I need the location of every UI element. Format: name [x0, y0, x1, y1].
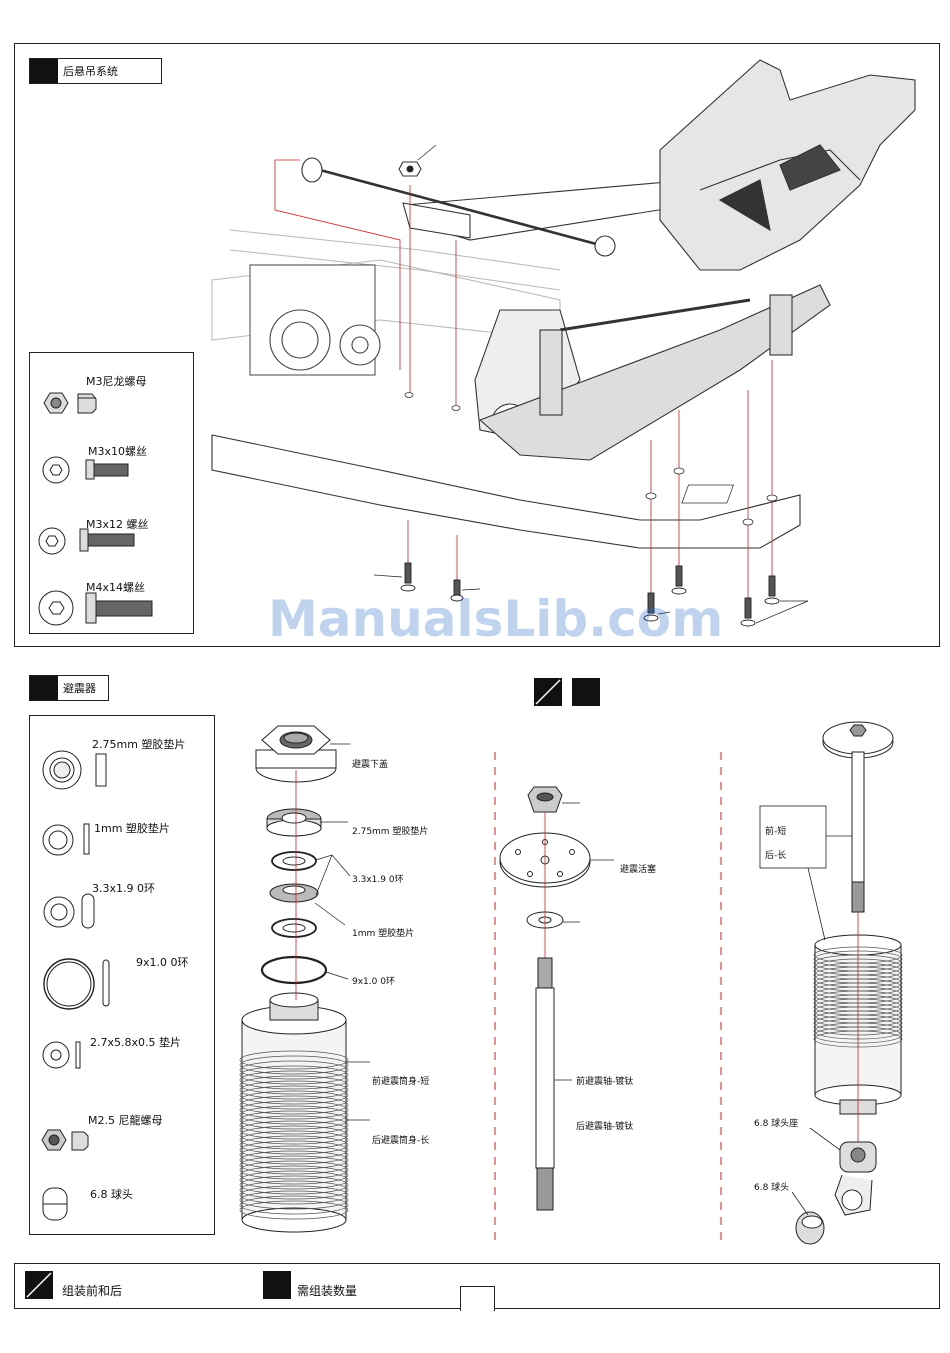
- shock-shaft-assembly-drawing: [823, 722, 893, 912]
- o-ring-large-drawing: [262, 957, 326, 983]
- hex-nut-icon: [42, 1130, 88, 1150]
- ball-end-label: 6.8 球头: [90, 1186, 133, 1202]
- shock-title: 避震器: [63, 677, 96, 701]
- page-number-tab: [460, 1286, 495, 1311]
- front-shaft-label: 前避震轴-镀钛: [576, 1074, 633, 1087]
- o-ring-large-callout: 9x1.0 0环: [352, 974, 395, 987]
- m25-nut-drawing: [528, 787, 562, 812]
- screw-icon: [43, 457, 128, 483]
- m3x12-screw-label: M3x12 螺丝: [86, 516, 149, 532]
- cap-label: 避震下盖: [352, 757, 388, 770]
- watermark: ManualsLib.com: [268, 590, 723, 648]
- ball-end-drawing: [796, 1212, 824, 1244]
- screw-drawing-6: [765, 576, 779, 604]
- m25-nut-label: M2.5 尼龍螺母: [88, 1112, 162, 1128]
- o-ring-large-label: 9x1.0 0环: [136, 954, 189, 970]
- rear-suspension-header: 后悬吊系统: [29, 58, 162, 84]
- both-sides-icon: [25, 1271, 53, 1299]
- both-sides-label: 组装前和后: [62, 1282, 122, 1299]
- both-sides-square: [534, 678, 562, 706]
- washer-275-label: 2.7x5.8x0.5 垫片: [90, 1034, 181, 1050]
- washer-icon: [43, 751, 106, 789]
- o-ring-icon: [44, 959, 109, 1009]
- m3x10-screw-label: M3x10螺丝: [88, 443, 147, 459]
- front-short-label: 前-短: [765, 824, 786, 837]
- hex-nut-icon: [44, 393, 96, 413]
- piston-label: 避震活塞: [620, 862, 656, 875]
- spacer-275-label: 2.75mm 塑胶垫片: [92, 736, 185, 752]
- o-ring-icon: [44, 894, 94, 928]
- shock-shaft-drawing: [536, 958, 554, 1210]
- front-body-label: 前避震筒身-短: [372, 1074, 429, 1087]
- shock-hardware-legend: 2.75mm 塑胶垫片 1mm 塑胶垫片 3.3x1.9 0环 9x1.0 0环…: [29, 715, 215, 1235]
- o-ring-small-label: 3.3x1.9 0环: [92, 880, 155, 896]
- rear-hardware-legend: M3尼龙螺母 M3x10螺丝 M3x12 螺丝 M4x14螺丝: [29, 352, 194, 634]
- rear-body-label: 后避震筒身-长: [372, 1133, 429, 1146]
- ball-end-callout: 6.8 球头: [754, 1180, 789, 1193]
- quantity-square: [572, 678, 600, 706]
- screw-icon: [39, 591, 152, 625]
- washer-icon: [43, 824, 89, 855]
- screw-drawing-5: [741, 598, 755, 626]
- spacer-1mm-label: 1mm 塑胶垫片: [94, 820, 170, 836]
- quantity-label: 需组装数量: [297, 1282, 357, 1299]
- spacer-1mm-callout: 1mm 塑胶垫片: [352, 926, 414, 939]
- washer-icon: [43, 1042, 80, 1068]
- rear-shaft-label: 后避震轴-镀钛: [576, 1119, 633, 1132]
- ball-end-icon: [43, 1188, 67, 1220]
- step-number-block: [30, 59, 58, 83]
- quantity-icon: [263, 1271, 291, 1299]
- ball-cup-drawing: [835, 1142, 876, 1215]
- o-ring-small-callout: 3.3x1.9 0环: [352, 872, 404, 885]
- ball-cup-label: 6.8 球头座: [754, 1116, 798, 1129]
- spacer-275-callout: 2.75mm 塑胶垫片: [352, 824, 428, 837]
- m4x14-screw-label: M4x14螺丝: [86, 579, 145, 595]
- shock-header: 避震器: [29, 675, 109, 701]
- m3-nylon-nut-label: M3尼龙螺母: [86, 373, 147, 389]
- step-number-block: [30, 676, 58, 700]
- screw-drawing-1: [401, 563, 415, 591]
- rear-long-label: 后-长: [765, 848, 786, 861]
- rear-suspension-title: 后悬吊系统: [63, 60, 118, 84]
